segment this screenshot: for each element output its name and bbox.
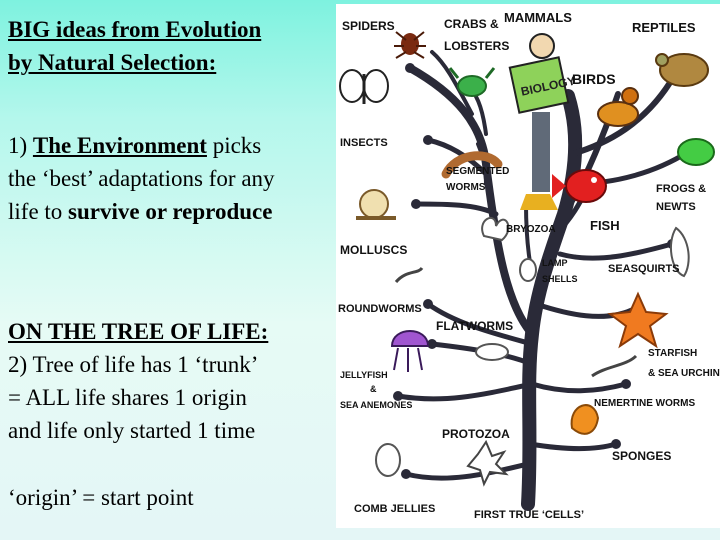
branch-comb-jellies — [403, 461, 531, 481]
tree-trunk — [521, 89, 583, 511]
fish-icon — [552, 169, 607, 203]
sponge-icon — [570, 404, 600, 435]
branch-reptiles — [569, 73, 677, 157]
label-crabs-line-1: CRABS & — [444, 17, 499, 31]
lamp-shell-icon — [519, 258, 537, 282]
point-1: 1) The Environment picks the ‘best’ adap… — [8, 129, 275, 228]
label-jellyfish-line-2: & — [370, 384, 377, 394]
node — [621, 379, 631, 389]
tree-of-life-poster: BIOLOGY — [336, 4, 720, 528]
label-crabs-line-2: LOBSTERS — [444, 39, 509, 53]
label-spiders: SPIDERS — [342, 19, 395, 33]
label-segmented-line-1: SEGMENTED — [446, 166, 509, 177]
comb-jelly-icon — [375, 443, 401, 477]
branch-roundworms — [425, 301, 535, 347]
point-1-highlight: The Environment — [32, 133, 207, 158]
jellyfish-icon — [390, 330, 430, 372]
turtle-icon — [655, 53, 709, 87]
title-line-1: BIG ideas from Evolution — [8, 17, 262, 42]
branch-insects — [425, 137, 489, 177]
label-birds: BIRDS — [572, 71, 616, 87]
label-bryozoa: BRYOZOA — [506, 224, 556, 235]
label-starfish-line-1: STARFISH — [648, 348, 697, 359]
crab-icon — [448, 67, 496, 97]
label-mammals: MAMMALS — [504, 10, 572, 25]
node — [611, 439, 621, 449]
label-molluscs: MOLLUSCS — [340, 243, 407, 257]
frog-icon — [677, 138, 715, 166]
branch-sponges — [527, 441, 619, 451]
bryozoa-icon — [481, 216, 510, 242]
label-lamp-line-2: SHELLS — [542, 274, 578, 284]
point-2-line-1: 2) Tree of life has 1 ‘trunk’ — [8, 352, 259, 377]
branch-molluscs — [413, 201, 499, 217]
node — [423, 299, 433, 309]
mammal-biologist-icon: BIOLOGY — [508, 33, 577, 210]
label-frogs-line-2: NEWTS — [656, 201, 696, 213]
slide-text-panel: BIG ideas from Evolution by Natural Sele… — [0, 0, 336, 540]
title-line-2: by Natural Selection: — [8, 50, 217, 75]
label-protozoa: PROTOZOA — [442, 427, 510, 441]
bird-icon — [597, 87, 639, 127]
point-3: ‘origin’ = start point — [8, 481, 194, 514]
label-sponges: SPONGES — [612, 449, 671, 463]
label-starfish-line-2: & SEA URCHINS — [648, 368, 720, 379]
label-reptiles: REPTILES — [632, 20, 696, 35]
point-1-prefix: 1) — [8, 133, 33, 158]
tree-branches — [395, 50, 691, 511]
point-3-line: ‘origin’ = start point — [8, 485, 194, 510]
protozoa-icon — [466, 439, 509, 487]
butterfly-icon — [339, 69, 389, 104]
point-2-heading: ON THE TREE OF LIFE: — [8, 319, 269, 344]
node — [393, 391, 403, 401]
node — [401, 469, 411, 479]
branch-nemertine — [529, 381, 629, 394]
label-frogs-line-1: FROGS & — [656, 183, 706, 195]
node — [427, 339, 437, 349]
point-1-line-3-prefix: life to — [8, 199, 69, 224]
node — [405, 63, 415, 73]
label-jellyfish-line-3: SEA ANEMONES — [340, 400, 412, 410]
label-jellyfish-line-1: JELLYFISH — [340, 370, 388, 380]
flatworm-icon — [475, 343, 509, 361]
node — [423, 135, 433, 145]
label-fish: FISH — [590, 218, 620, 233]
label-segmented-line-2: WORMS — [446, 182, 486, 193]
point-1-line-2: the ‘best’ adaptations for any — [8, 166, 275, 191]
tree-labels: SPIDERS CRABS & LOBSTERS MAMMALS REPTILE… — [338, 10, 720, 521]
worm-icon — [441, 151, 503, 179]
point-2: ON THE TREE OF LIFE: 2) Tree of life has… — [8, 315, 268, 447]
branch-seasquirts — [557, 241, 675, 261]
nemertine-worm-icon — [591, 354, 638, 378]
point-2-line-2: = ALL life shares 1 origin — [8, 385, 247, 410]
slide-title: BIG ideas from Evolution by Natural Sele… — [8, 13, 261, 79]
label-nemertine: NEMERTINE WORMS — [594, 398, 695, 409]
label-comb-jellies: COMB JELLIES — [354, 503, 435, 515]
point-2-line-3: and life only started 1 time — [8, 418, 256, 443]
roundworm-icon — [394, 266, 424, 284]
node — [411, 199, 421, 209]
label-seasquirts: SEASQUIRTS — [608, 263, 680, 275]
branch-spiders — [430, 50, 474, 116]
snail-icon — [356, 189, 396, 220]
point-1-line-3-bold: survive or reproduce — [68, 199, 273, 224]
label-flatworms: FLATWORMS — [436, 319, 513, 333]
branch-jellyfish — [395, 381, 535, 402]
label-insects: INSECTS — [340, 137, 388, 149]
tree-of-life-illustration: BIOLOGY — [338, 10, 720, 521]
spider-icon — [394, 31, 426, 59]
label-roundworms: ROUNDWORMS — [338, 303, 422, 315]
starfish-icon — [607, 291, 669, 349]
label-lamp-line-1: LAMP — [542, 258, 568, 268]
seasquirt-icon — [669, 226, 690, 278]
label-first-cells: FIRST TRUE ‘CELLS’ — [474, 509, 584, 521]
point-1-middle: picks — [206, 133, 262, 158]
